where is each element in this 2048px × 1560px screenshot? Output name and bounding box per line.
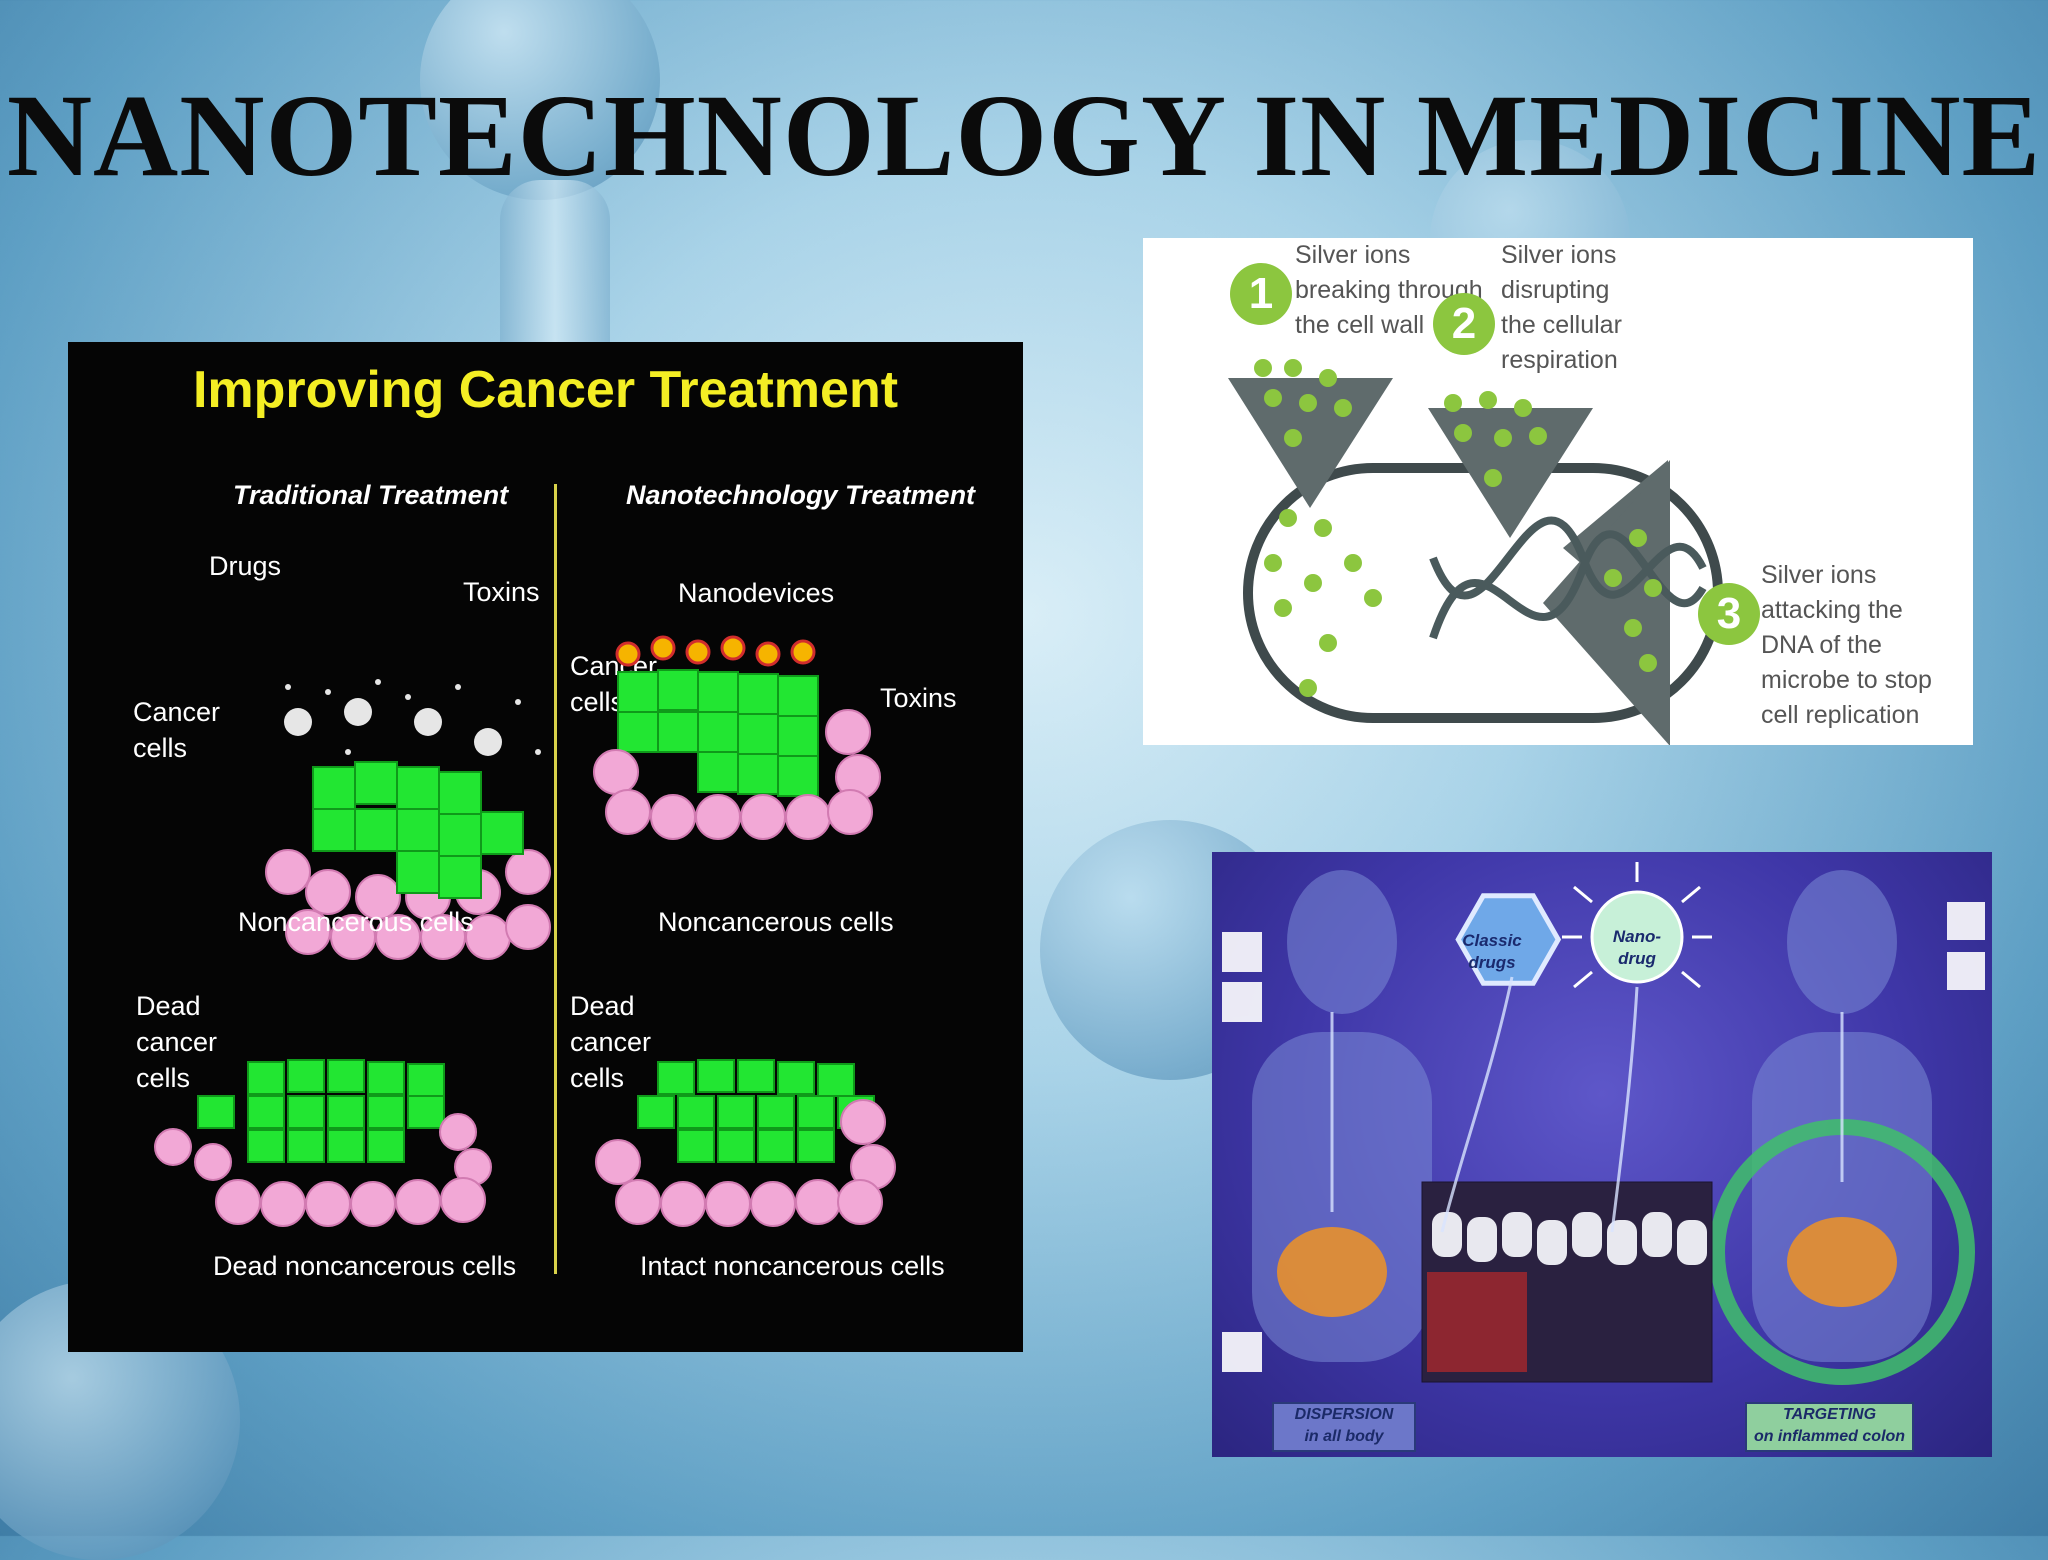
traditional-result-cluster: [154, 1059, 492, 1227]
background-molecule: [420, 0, 660, 200]
panel-divider: [554, 484, 557, 1274]
noncancerous-right-label: Noncancerous cells: [658, 907, 894, 937]
dead-noncancerous-label: Dead noncancerous cells: [213, 1251, 517, 1281]
step-1-badge: 1: [1230, 263, 1292, 325]
nanodrug-illustration: [1222, 862, 1985, 1385]
intact-noncancerous-label: Intact noncancerous cells: [640, 1251, 945, 1281]
microbe-diagram: [1228, 359, 1723, 745]
drugs-label: Drugs: [209, 551, 282, 581]
nanodrug-sphere: [1590, 890, 1684, 984]
toxins-right-label: Toxins: [880, 683, 957, 713]
cancer-treatment-panel: Improving Cancer Treatment Traditional T…: [68, 342, 1023, 1352]
traditional-header: Traditional Treatment: [233, 480, 509, 510]
drug-particles: [284, 679, 541, 756]
dna-helix: [1429, 516, 1707, 640]
nanotech-cell-cluster: [593, 635, 881, 840]
nanodrug-label: Nano-drug: [1612, 927, 1662, 968]
classic-drug-hexagon: [1455, 893, 1562, 986]
noncancerous-left-label: Noncancerous cells: [238, 907, 474, 937]
slide-title: NANOTECHNOLOGY IN MEDICINE: [6, 70, 2042, 201]
traditional-cell-cluster: [265, 679, 551, 960]
nanotech-result-cluster: [595, 1059, 896, 1227]
step-3-badge: 3: [1698, 583, 1760, 645]
nanotech-header: Nanotechnology Treatment: [626, 480, 976, 510]
toxins-left-label: Toxins: [463, 577, 540, 607]
panel-title: Improving Cancer Treatment: [192, 361, 899, 419]
nanodevices-label: Nanodevices: [678, 578, 835, 608]
step-2-badge: 2: [1433, 293, 1495, 355]
